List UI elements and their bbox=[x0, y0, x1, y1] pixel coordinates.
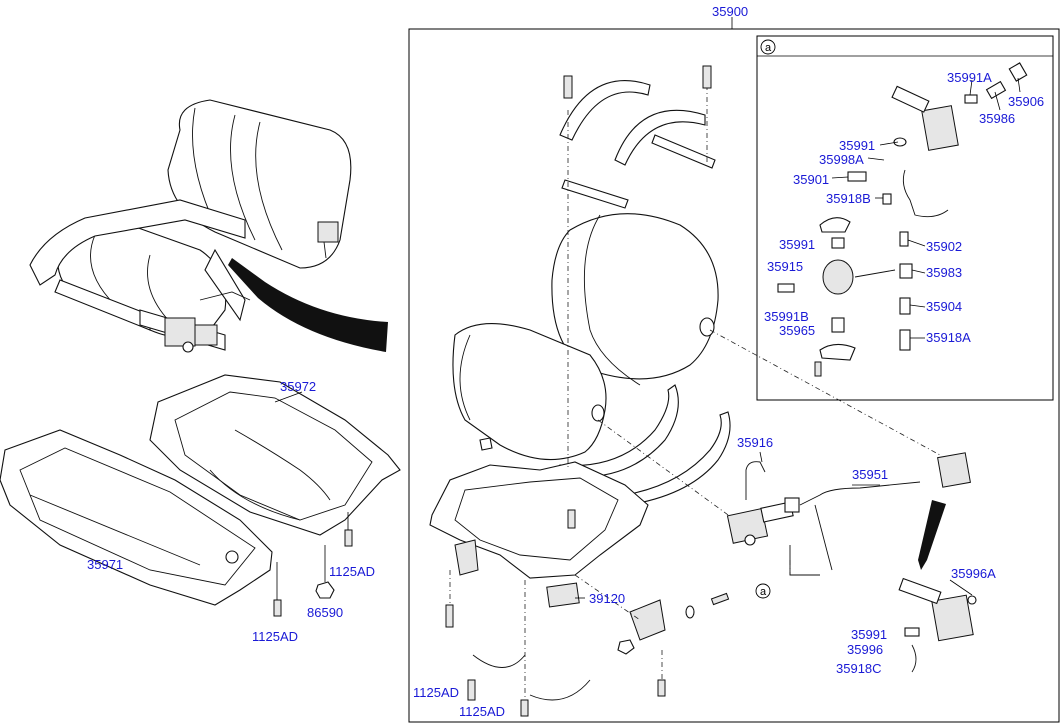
detail-a-frame bbox=[756, 35, 1054, 401]
label-39120[interactable]: 39120 bbox=[589, 591, 625, 606]
label-1125AD-frame-bottom[interactable]: 1125AD bbox=[459, 704, 505, 719]
valve-assembly-35996A bbox=[898, 577, 977, 673]
detail-a-components bbox=[777, 62, 1028, 377]
label-35972[interactable]: 35972 bbox=[280, 379, 316, 394]
label-35991B[interactable]: 35991B bbox=[764, 309, 809, 324]
label-35900[interactable]: 35900 bbox=[712, 4, 748, 19]
label-35951[interactable]: 35951 bbox=[852, 467, 888, 482]
assembly-guide-lines bbox=[449, 85, 941, 705]
callout-a-marker: a bbox=[760, 586, 767, 598]
detail-a-marker: a bbox=[765, 42, 772, 54]
fuel-tanks bbox=[452, 213, 719, 461]
label-35918B[interactable]: 35918B bbox=[826, 191, 871, 206]
label-35996A[interactable]: 35996A bbox=[951, 566, 996, 581]
label-35998A[interactable]: 35998A bbox=[819, 152, 864, 167]
label-35991-detail-mid[interactable]: 35991 bbox=[779, 237, 815, 252]
label-35971[interactable]: 35971 bbox=[87, 557, 123, 572]
label-35916[interactable]: 35916 bbox=[737, 435, 773, 450]
label-35991-detail-top[interactable]: 35991 bbox=[839, 138, 875, 153]
label-35904[interactable]: 35904 bbox=[926, 299, 962, 314]
label-35918C[interactable]: 35918C bbox=[836, 661, 882, 676]
label-35983[interactable]: 35983 bbox=[926, 265, 962, 280]
label-35986[interactable]: 35986 bbox=[979, 111, 1015, 126]
main-fasteners bbox=[445, 65, 730, 717]
label-35991-lower[interactable]: 35991 bbox=[851, 627, 887, 642]
label-86590[interactable]: 86590 bbox=[307, 605, 343, 620]
label-1125AD-shield-right[interactable]: 1125AD bbox=[329, 564, 375, 579]
label-35902[interactable]: 35902 bbox=[926, 239, 962, 254]
label-1125AD-frame-left[interactable]: 1125AD bbox=[413, 685, 459, 700]
part-labels: 35900 a 35972 35971 1125AD 86590 1125AD … bbox=[87, 4, 1044, 719]
tank-subframe bbox=[429, 461, 666, 641]
leader-lines bbox=[274, 77, 1021, 599]
label-35991A[interactable]: 35991A bbox=[947, 70, 992, 85]
label-35996[interactable]: 35996 bbox=[847, 642, 883, 657]
label-35965[interactable]: 35965 bbox=[779, 323, 815, 338]
label-1125AD-shield-bottom[interactable]: 1125AD bbox=[252, 629, 298, 644]
multivalve-assembly bbox=[726, 452, 971, 576]
label-35918A[interactable]: 35918A bbox=[926, 330, 971, 345]
assembled-tank-illustration bbox=[29, 99, 388, 353]
main-assembly-frame bbox=[408, 28, 1060, 723]
assembly-frames bbox=[408, 17, 1060, 723]
label-35906[interactable]: 35906 bbox=[1008, 94, 1044, 109]
label-35915[interactable]: 35915 bbox=[767, 259, 803, 274]
label-35901[interactable]: 35901 bbox=[793, 172, 829, 187]
shield-fasteners bbox=[273, 512, 353, 617]
lower-shield-35971 bbox=[0, 429, 273, 606]
upper-shield-35972 bbox=[149, 374, 401, 536]
